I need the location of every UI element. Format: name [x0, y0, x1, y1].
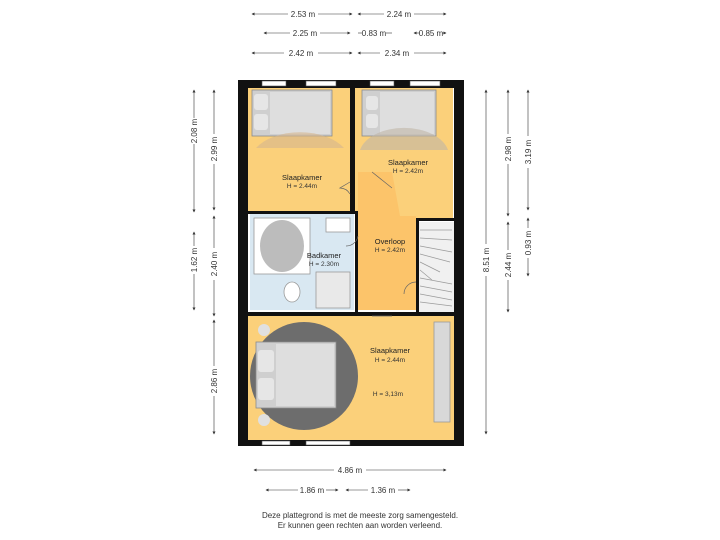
disclaimer-line-2: Er kunnen geen rechten aan worden verlee… — [277, 521, 443, 530]
dim-top2-b: 0.83 m — [362, 29, 387, 38]
walls — [238, 80, 464, 446]
disclaimer-line-1: Deze plattegrond is met de meeste zorg s… — [261, 511, 459, 520]
wall-stairs-left — [416, 218, 419, 312]
toilet — [283, 281, 301, 303]
dim-right-b-2: 0.93 m — [524, 230, 533, 255]
dim-left-outer-a: 2.08 m — [190, 118, 199, 143]
plant-bottom-2 — [258, 414, 270, 426]
bathtub — [253, 217, 311, 275]
dim-top1-a: 2.53 m — [291, 10, 316, 19]
wall-bath-right — [355, 212, 358, 312]
dim-left-outer-b: 1.62 m — [190, 247, 199, 272]
dim-top3-b: 2.34 m — [385, 49, 410, 58]
wall-top — [238, 80, 464, 88]
dim-right-total: 8.51 m — [482, 247, 491, 272]
dim-top1-b: 2.24 m — [387, 10, 412, 19]
plant-bottom — [258, 324, 270, 336]
dimension-labels: 2.53 m 2.24 m 2.25 m 0.83 m 0.85 m 2.42 … — [190, 10, 533, 495]
sink — [325, 217, 351, 233]
dim-left-inner-a: 2.99 m — [210, 136, 219, 161]
dim-top2-a: 2.25 m — [293, 29, 318, 38]
room-name-bathroom: Badkamer — [307, 251, 342, 260]
shower — [315, 271, 351, 309]
wall-bottom — [238, 440, 464, 446]
floor-landing — [358, 172, 416, 310]
bed-top-right — [361, 89, 437, 137]
room-name-landing: Overloop — [375, 237, 405, 246]
room-height-bedroom-bottom: H = 2.44m — [375, 357, 405, 364]
wall-mid-top — [350, 88, 355, 212]
room-height-bathroom: H = 2.30m — [309, 261, 339, 268]
bed-bottom — [255, 341, 337, 409]
wardrobe-bottom — [433, 321, 451, 423]
wall-bath-top — [248, 211, 358, 214]
room-height2-bedroom-bottom: H = 3,13m — [373, 391, 403, 398]
dim-bottom-b: 1.36 m — [371, 486, 396, 495]
staircase — [419, 229, 453, 307]
wall-right — [454, 80, 464, 446]
room-labels: Slaapkamer H = 2.44m Slaapkamer H = 2.42… — [282, 158, 429, 398]
bed-top-left — [251, 89, 333, 137]
rug-top-right — [360, 127, 448, 150]
disclaimer: Deze plattegrond is met de meeste zorg s… — [0, 511, 720, 531]
dim-top3-a: 2.42 m — [289, 49, 314, 58]
dim-right-a-2: 2.44 m — [504, 252, 513, 277]
windows — [261, 80, 441, 446]
furniture — [250, 89, 451, 430]
floor-stairs — [418, 222, 454, 312]
dim-bottom-a: 1.86 m — [300, 486, 325, 495]
dimension-lines — [192, 12, 530, 492]
dim-top2-c: 0.85 m — [419, 29, 444, 38]
room-name-bedroom-top-left: Slaapkamer — [282, 173, 323, 182]
room-height-bedroom-top-left: H = 2.44m — [287, 183, 317, 190]
room-height-landing: H = 2.42m — [375, 247, 405, 254]
doors — [338, 171, 417, 317]
room-name-bedroom-top-right: Slaapkamer — [388, 158, 429, 167]
dim-right-a-1: 2.98 m — [504, 136, 513, 161]
rug-top-left — [256, 132, 344, 148]
dim-right-b-1: 3.19 m — [524, 139, 533, 164]
room-name-bedroom-bottom: Slaapkamer — [370, 346, 411, 355]
wall-stairs-top — [416, 218, 454, 221]
dim-left-inner-b: 2.40 m — [210, 251, 219, 276]
wall-bottom-room-top — [248, 312, 454, 316]
dim-bottom-total: 4.86 m — [338, 466, 363, 475]
room-height-bedroom-top-right: H = 2.42m — [393, 168, 423, 175]
wall-left — [238, 80, 248, 446]
dim-left-inner-c: 2.86 m — [210, 368, 219, 393]
